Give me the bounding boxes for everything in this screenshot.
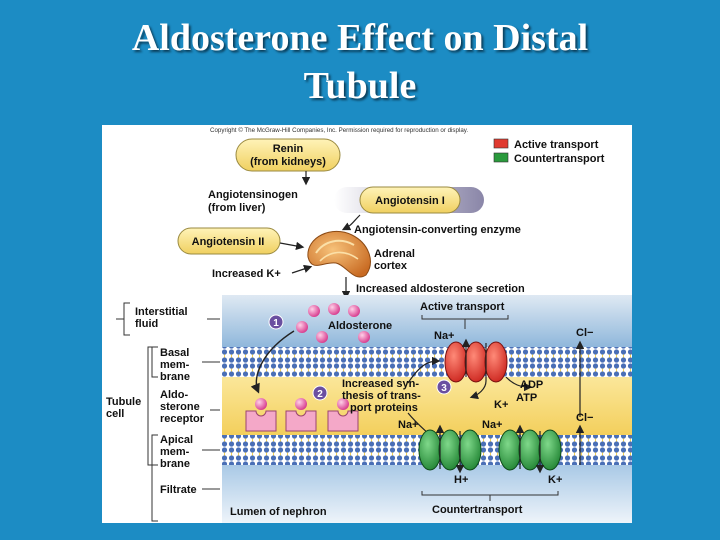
arrow-angiotensin-ii: [279, 241, 305, 251]
renin-box: Renin (from kidneys): [235, 138, 341, 172]
legend-counter-swatch: [493, 152, 509, 163]
na-top-label: Na+: [434, 330, 455, 342]
aldosterone-molecule: [316, 331, 328, 343]
active-transport-label: Active transport: [420, 301, 505, 313]
tubule-cell-region: [222, 377, 632, 435]
filtrate-label: Filtrate: [160, 484, 197, 496]
legend-active-swatch: [493, 138, 509, 149]
aldosterone-receptors: [245, 398, 359, 432]
na-k-countertransporter: [498, 429, 562, 471]
apical-label-line3: brane: [160, 458, 190, 470]
na-left-label: Na+: [398, 419, 419, 431]
angiotensin-i-box: Angiotensin I: [359, 186, 461, 214]
synthesis-line1: Increased syn-: [342, 378, 419, 390]
aldosterone-molecule: [358, 331, 370, 343]
aldosterone-figure: Copyright © The McGraw-Hill Companies, I…: [102, 125, 632, 523]
step-3-marker: 3: [436, 379, 452, 395]
receptor: [327, 410, 359, 432]
lumen-label: Lumen of nephron: [230, 506, 327, 518]
adrenal-label-line1: Adrenal: [374, 248, 415, 260]
step-1-marker: 1: [268, 314, 284, 330]
step-2-number: 2: [317, 389, 323, 400]
synthesis-line3: port proteins: [350, 402, 418, 414]
receptor-label-line1: Aldo-: [160, 389, 188, 401]
basal-label-line3: brane: [160, 371, 190, 383]
slide-title: Aldosterone Effect on Distal Tubule: [0, 14, 720, 110]
basal-label-line1: Basal: [160, 347, 189, 359]
receptor-label-line3: receptor: [160, 413, 205, 425]
aldosterone-label: Aldosterone: [328, 320, 392, 332]
cl-top-label: Cl−: [576, 327, 593, 339]
na-right-label: Na+: [482, 419, 503, 431]
na-k-pump: [444, 341, 508, 383]
step-3-number: 3: [441, 383, 447, 394]
adrenal-cortex-icon: [307, 230, 371, 278]
apical-label-line2: mem-: [160, 446, 190, 458]
filtrate-region: [222, 465, 632, 523]
receptor-bound-aldosterone: [295, 398, 307, 410]
adp-label: ADP: [520, 379, 543, 391]
legend: Active transport Countertransport: [493, 138, 605, 165]
interstitial-fluid-region: [222, 295, 632, 347]
step-1-number: 1: [273, 318, 279, 329]
arrow-k-in: [469, 343, 487, 400]
na-h-countertransporter: [418, 429, 482, 471]
aldosterone-molecule: [308, 305, 320, 317]
synthesis-label: Increased syn- thesis of trans- port pro…: [342, 378, 421, 414]
copyright-text: Copyright © The McGraw-Hill Companies, I…: [210, 127, 468, 134]
renin-label-line1: Renin: [273, 143, 304, 155]
arrow-ace: [341, 214, 361, 231]
step-2-marker: 2: [312, 385, 328, 401]
left-labels: Interstitial fluid Basal mem- brane Tubu…: [106, 306, 205, 496]
cl-mid-label: Cl−: [576, 412, 593, 424]
arrow-increased-k: [291, 264, 313, 274]
h-bottom-label: H+: [454, 474, 468, 486]
legend-counter-label: Countertransport: [514, 153, 605, 165]
receptor-label-line2: sterone: [160, 401, 200, 413]
tubule-cell-label-line1: Tubule: [106, 396, 141, 408]
adrenal-label-line2: cortex: [374, 260, 408, 272]
interstitial-label-line1: Interstitial: [135, 306, 188, 318]
angiotensin-ii-label: Angiotensin II: [192, 236, 265, 248]
arrow-aldosterone-entry: [250, 330, 295, 394]
countertransport-label: Countertransport: [432, 504, 523, 516]
legend-active-label: Active transport: [514, 139, 599, 151]
diagram-canvas: Copyright © The McGraw-Hill Companies, I…: [106, 127, 632, 523]
aldosterone-molecules: [296, 303, 370, 343]
angiotensinogen-line1: Angiotensinogen: [208, 189, 298, 201]
atp-label: ATP: [516, 392, 537, 404]
basal-label-line2: mem-: [160, 359, 190, 371]
arrow-atp: [505, 376, 533, 392]
arrow-synthesis-up: [407, 356, 441, 384]
synthesis-line2: thesis of trans-: [342, 390, 421, 402]
slide-title-line1: Aldosterone Effect on Distal: [131, 17, 589, 59]
increased-k-label: Increased K+: [212, 268, 281, 280]
aldosterone-molecule: [296, 321, 308, 333]
receptor-bound-aldosterone: [255, 398, 267, 410]
interstitial-label-line2: fluid: [135, 318, 158, 330]
basal-membrane: [222, 347, 632, 377]
angiotensinogen-line2: (from liver): [208, 202, 266, 214]
angiotensin-i-label: Angiotensin I: [375, 195, 445, 207]
angiotensin-ii-box: Angiotensin II: [177, 227, 281, 255]
renin-label-line2: (from kidneys): [250, 156, 326, 168]
slide-title-line2: Tubule: [303, 65, 417, 107]
tubule-cell-label-line2: cell: [106, 408, 124, 420]
receptor-bound-aldosterone: [337, 398, 349, 410]
increased-secretion-label: Increased aldosterone secretion: [356, 283, 525, 295]
left-brackets: [116, 302, 220, 522]
aldosterone-molecule: [328, 303, 340, 315]
k-mid-label: K+: [494, 399, 508, 411]
k-bottom-label: K+: [548, 474, 562, 486]
apical-label-line1: Apical: [160, 434, 193, 446]
ace-label: Angiotensin-converting enzyme: [354, 224, 521, 236]
aldosterone-molecule: [348, 305, 360, 317]
receptor: [245, 410, 277, 432]
receptor: [285, 410, 317, 432]
